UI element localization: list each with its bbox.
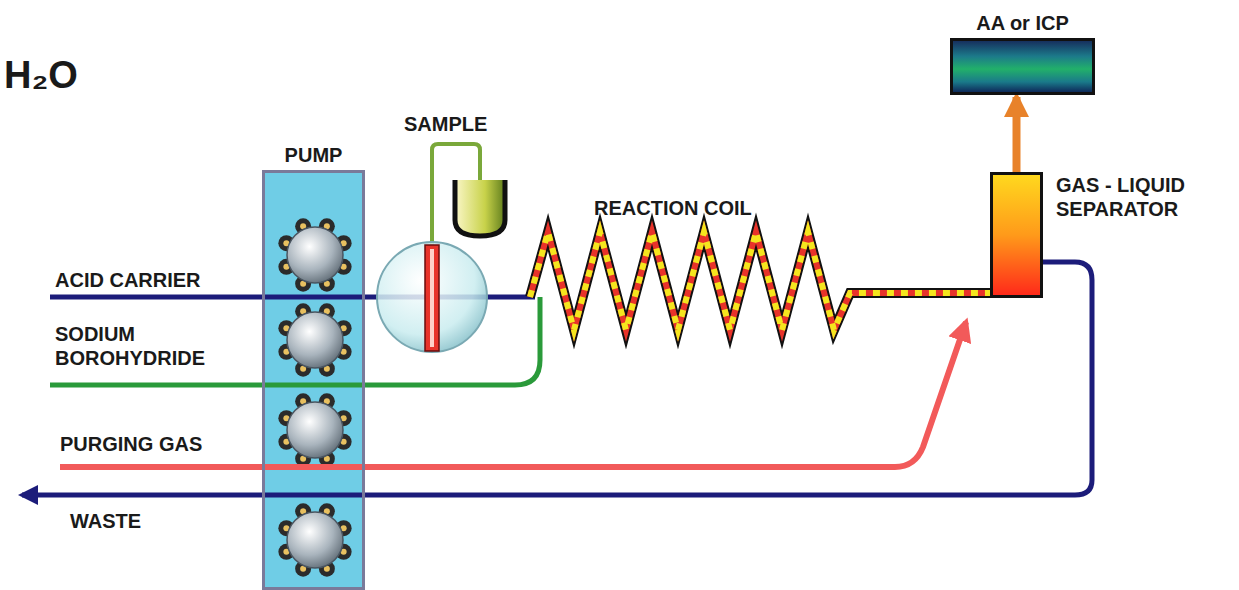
pump-rollers [278,218,351,576]
water-label: H₂O [4,54,78,96]
injection-valve [377,242,487,352]
node-label: PUMP [262,143,365,167]
coil-label: REACTION COIL [594,196,752,220]
borohydride-label: SODIUM BOROHYDRIDE [55,322,255,370]
waste-label: WASTE [70,509,141,533]
sample-cup [455,180,505,236]
purge-line [60,322,966,467]
pump-housing: PUMP [262,170,365,590]
sample-label: SAMPLE [404,112,487,136]
pump-body [262,170,365,590]
flow-arrow [1013,97,1021,172]
gas-liquid-separator: GAS - LIQUID SEPARATOR [990,172,1043,298]
node-label: AA or ICP [950,11,1095,35]
acid-carrier-label: ACID CARRIER [55,268,201,292]
node-label: GAS - LIQUID SEPARATOR [1056,173,1226,221]
purging-gas-label: PURGING GAS [60,432,202,456]
reaction-coil [530,232,990,330]
detector-box: AA or ICP [950,38,1095,95]
